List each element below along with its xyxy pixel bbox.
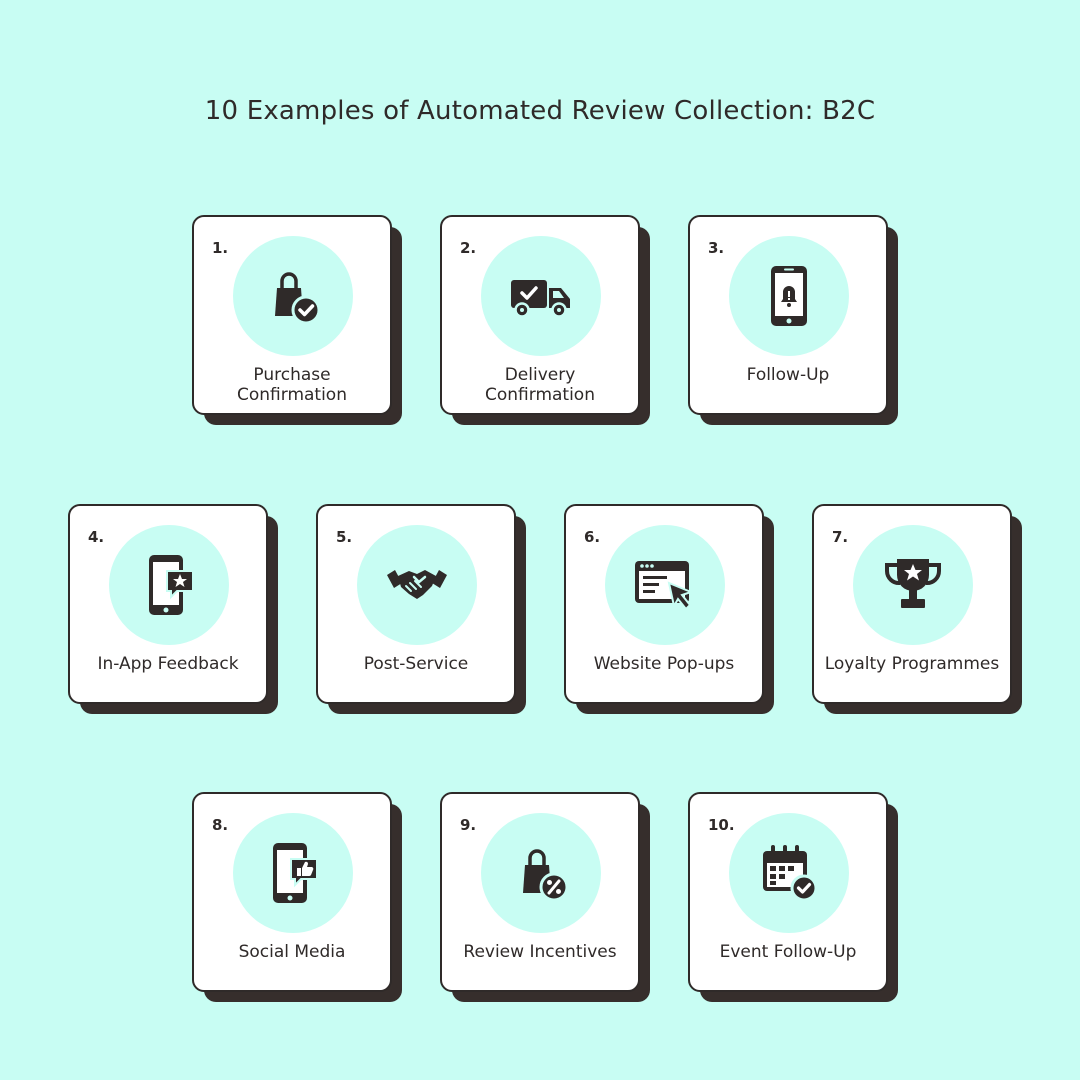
card-body: 9. Review Incentives bbox=[440, 792, 640, 992]
card-label: In-App Feedback bbox=[97, 654, 239, 674]
icon-circle bbox=[853, 525, 973, 645]
card-number: 7. bbox=[832, 528, 849, 546]
delivery-truck-check-icon bbox=[511, 280, 570, 318]
icon-circle bbox=[605, 525, 725, 645]
card-number: 8. bbox=[212, 816, 229, 834]
card-body: 7. Loyalty Programmes bbox=[812, 504, 1012, 704]
icon-circle bbox=[233, 236, 353, 356]
phone-alert-icon bbox=[771, 266, 807, 326]
icon-circle bbox=[729, 236, 849, 356]
card-body: 2. Delivery Confirmation bbox=[440, 215, 640, 415]
card-label: Purchase Confirmation bbox=[237, 365, 347, 405]
card-website-pop-ups: 6. Website Pop-ups bbox=[564, 504, 776, 716]
card-number: 6. bbox=[584, 528, 601, 546]
card-purchase-confirmation: 1. Purchase Confirmation bbox=[192, 215, 404, 427]
icon-circle bbox=[481, 236, 601, 356]
shopping-bag-check-icon bbox=[275, 272, 321, 325]
card-label: Social Media bbox=[238, 942, 346, 962]
card-social-media: 8. Social Media bbox=[192, 792, 404, 1004]
shopping-bag-percent-icon bbox=[523, 849, 569, 902]
page-title: 10 Examples of Automated Review Collecti… bbox=[204, 96, 876, 126]
phone-star-message-icon bbox=[149, 555, 194, 615]
icon-circle bbox=[233, 813, 353, 933]
card-number: 4. bbox=[88, 528, 105, 546]
card-label: Loyalty Programmes bbox=[824, 654, 1000, 674]
handshake-icon bbox=[387, 570, 447, 599]
card-label: Website Pop-ups bbox=[593, 654, 735, 674]
card-follow-up: 3. Follow-Up bbox=[688, 215, 900, 427]
card-number: 9. bbox=[460, 816, 477, 834]
icon-circle bbox=[729, 813, 849, 933]
card-body: 3. Follow-Up bbox=[688, 215, 888, 415]
icon-circle bbox=[481, 813, 601, 933]
card-body: 1. Purchase Confirmation bbox=[192, 215, 392, 415]
card-delivery-confirmation: 2. Delivery Confirmation bbox=[440, 215, 652, 427]
card-review-incentives: 9. Review Incentives bbox=[440, 792, 652, 1004]
icon-circle bbox=[357, 525, 477, 645]
card-body: 10. Event Follow-Up bbox=[688, 792, 888, 992]
card-number: 1. bbox=[212, 239, 229, 257]
trophy-star-icon bbox=[884, 559, 942, 608]
card-loyalty-programmes: 7. Loyalty Programmes bbox=[812, 504, 1024, 716]
icon-circle bbox=[109, 525, 229, 645]
card-label: Delivery Confirmation bbox=[485, 365, 595, 405]
phone-thumbs-up-icon bbox=[273, 843, 318, 903]
card-body: 4. In-App Feedback bbox=[68, 504, 268, 704]
card-body: 5. Post-Service bbox=[316, 504, 516, 704]
card-number: 10. bbox=[708, 816, 735, 834]
card-event-follow-up: 10. Event Follow-Up bbox=[688, 792, 900, 1004]
card-label: Follow-Up bbox=[746, 365, 830, 385]
calendar-check-icon bbox=[763, 845, 818, 902]
card-label: Review Incentives bbox=[463, 942, 617, 962]
card-body: 6. Website Pop-ups bbox=[564, 504, 764, 704]
card-number: 3. bbox=[708, 239, 725, 257]
card-label: Event Follow-Up bbox=[719, 942, 857, 962]
browser-cursor-icon bbox=[635, 561, 694, 611]
card-number: 2. bbox=[460, 239, 477, 257]
card-in-app-feedback: 4. In-App Feedback bbox=[68, 504, 280, 716]
card-label: Post-Service bbox=[363, 654, 469, 674]
card-body: 8. Social Media bbox=[192, 792, 392, 992]
card-number: 5. bbox=[336, 528, 353, 546]
card-post-service: 5. Post-Service bbox=[316, 504, 528, 716]
